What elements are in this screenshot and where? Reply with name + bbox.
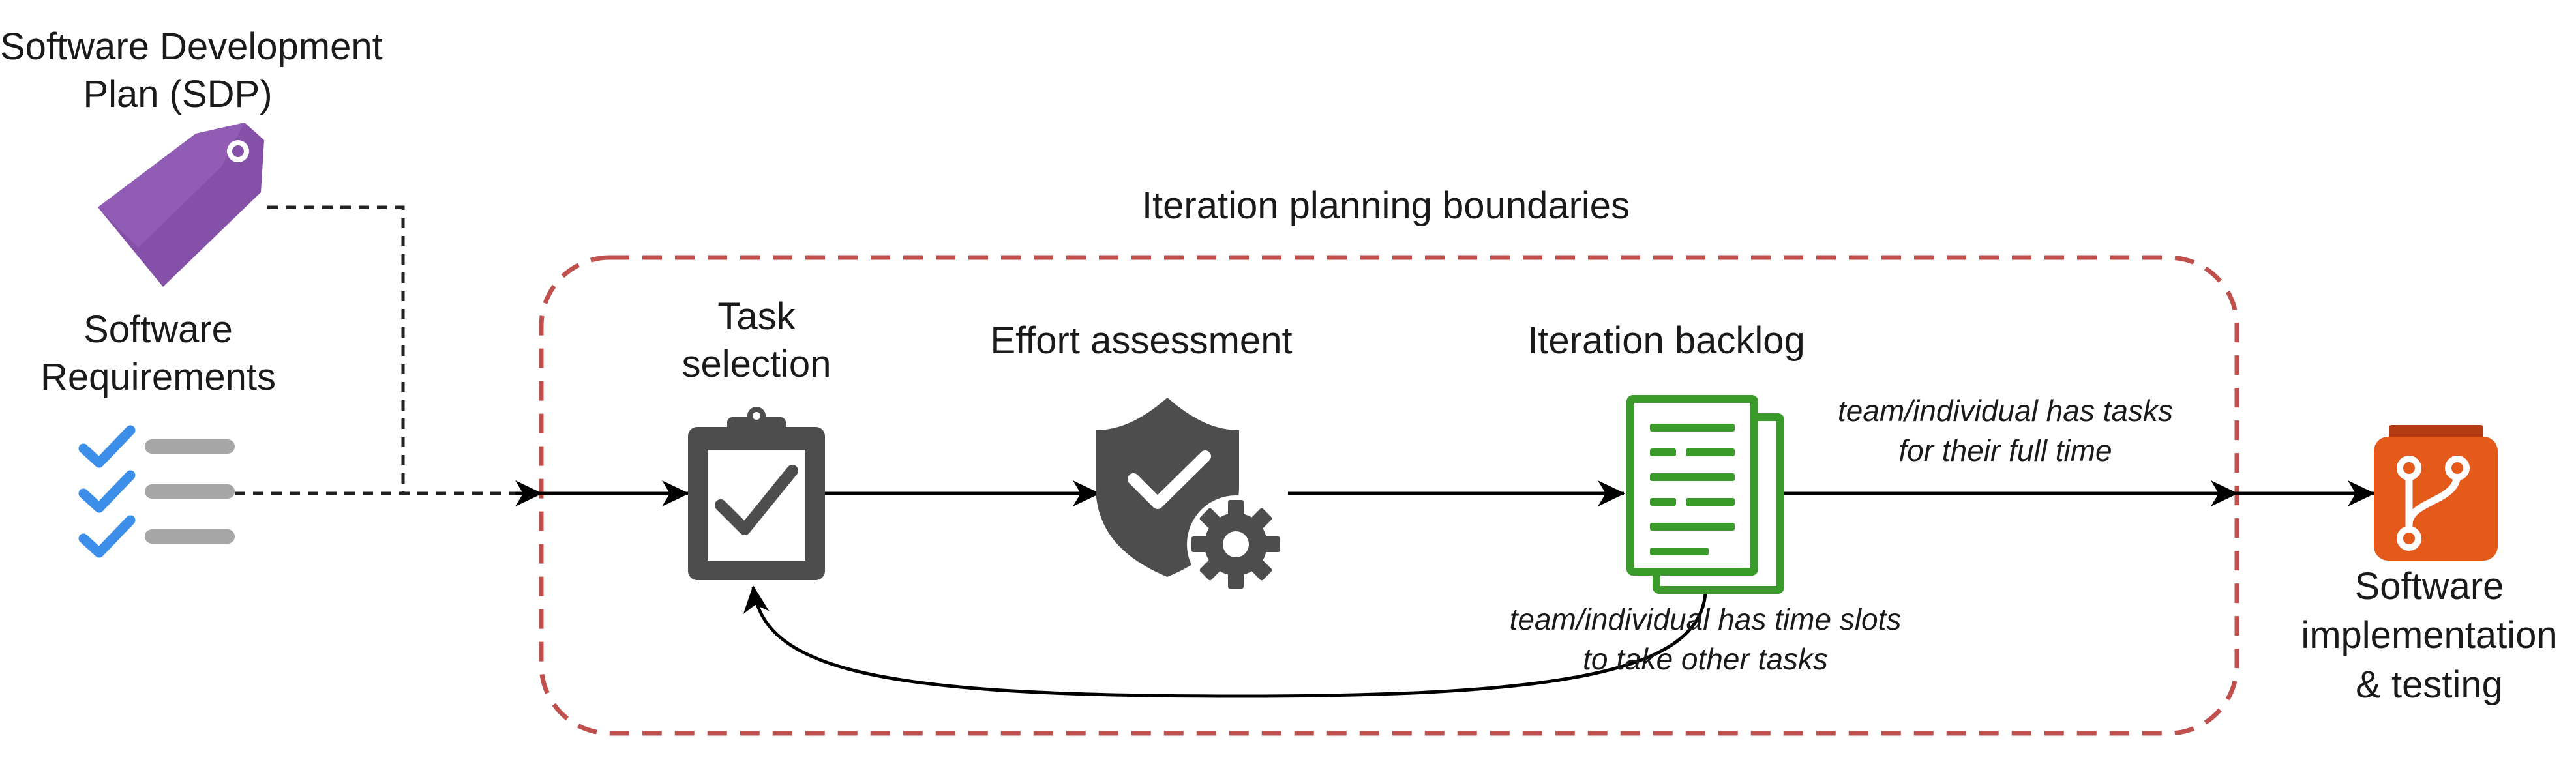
sdp-label: Software Development Plan (SDP) (0, 23, 383, 118)
price-tag-icon (98, 123, 264, 287)
feedback-arrow (743, 585, 1707, 698)
full-time-note: team/individual has tasks for their full… (1797, 391, 2214, 470)
implementation-label-line1: Software (2354, 565, 2504, 608)
iteration-backlog-label: Iteration backlog (1527, 319, 1805, 362)
task-selection-label: Task selection (626, 293, 887, 388)
time-slots-note-line2: to take other tasks (1583, 641, 1828, 676)
implementation-label-line3: & testing (2356, 663, 2503, 706)
sdp-label-line1: Software Development (0, 25, 383, 68)
requirements-label-line2: Requirements (40, 355, 277, 398)
boundary-label: Iteration planning boundaries (1141, 184, 1630, 227)
requirements-label-line1: Software (83, 308, 233, 351)
task-selection-label-line1: Task (717, 295, 796, 338)
sdp-label-line2: Plan (SDP) (83, 72, 273, 115)
shield-gear-icon (1096, 398, 1285, 593)
time-slots-note-line1: team/individual has time slots (1509, 602, 1902, 636)
effort-assessment-label: Effort assessment (990, 319, 1293, 362)
sdp-connector (267, 205, 405, 493)
document-list-icon (1626, 395, 1784, 594)
clipboard-check-icon (688, 407, 825, 580)
task-selection-label-line2: selection (681, 342, 831, 385)
full-time-note-line1: team/individual has tasks (1838, 394, 2173, 428)
checklist-icon (78, 425, 235, 558)
requirements-label: Software Requirements (13, 306, 303, 401)
time-slots-note: team/individual has time slots to take o… (1451, 600, 1960, 679)
git-branch-icon (2374, 425, 2498, 561)
implementation-label: Software implementation & testing (2283, 562, 2576, 709)
implementation-label-line2: implementation (2301, 614, 2558, 657)
full-time-note-line2: for their full time (1898, 433, 2112, 467)
